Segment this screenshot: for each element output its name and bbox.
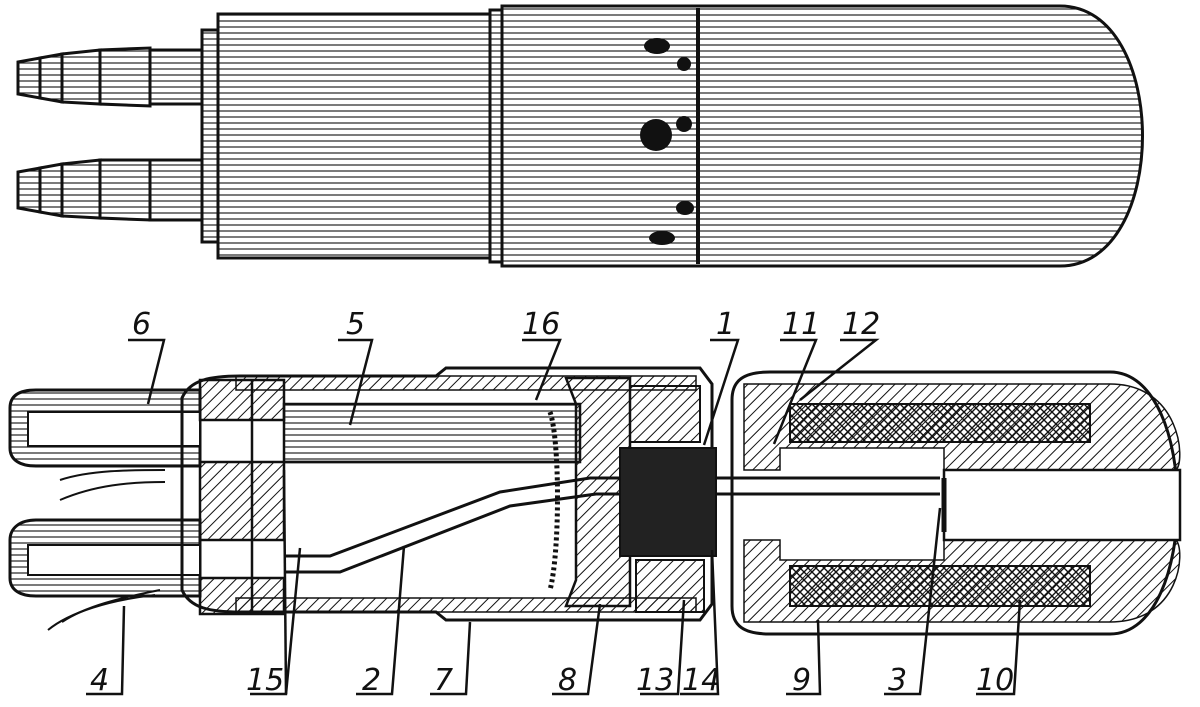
label-5: 5 xyxy=(346,307,365,342)
label-8: 8 xyxy=(558,663,577,698)
label-15: 15 xyxy=(246,663,284,698)
labels: 6 5 16 1 11 12 4 15 2 7 8 13 14 9 3 10 xyxy=(90,307,1014,698)
leader-lines xyxy=(86,338,1022,696)
label-3: 3 xyxy=(888,663,907,698)
label-10: 10 xyxy=(976,663,1014,698)
label-4: 4 xyxy=(90,663,109,698)
label-9: 9 xyxy=(792,663,811,698)
label-6: 6 xyxy=(132,307,151,342)
label-13: 13 xyxy=(636,663,674,698)
section-view xyxy=(8,366,1182,636)
label-14: 14 xyxy=(682,663,720,698)
lower-nozzle xyxy=(16,158,204,222)
label-11: 11 xyxy=(782,307,820,342)
upper-nozzle xyxy=(16,46,204,108)
label-7: 7 xyxy=(434,663,453,698)
label-12: 12 xyxy=(842,307,880,342)
label-16: 16 xyxy=(522,307,560,342)
label-2: 2 xyxy=(362,663,381,698)
exterior-view xyxy=(16,4,1144,268)
label-1: 1 xyxy=(716,307,735,342)
